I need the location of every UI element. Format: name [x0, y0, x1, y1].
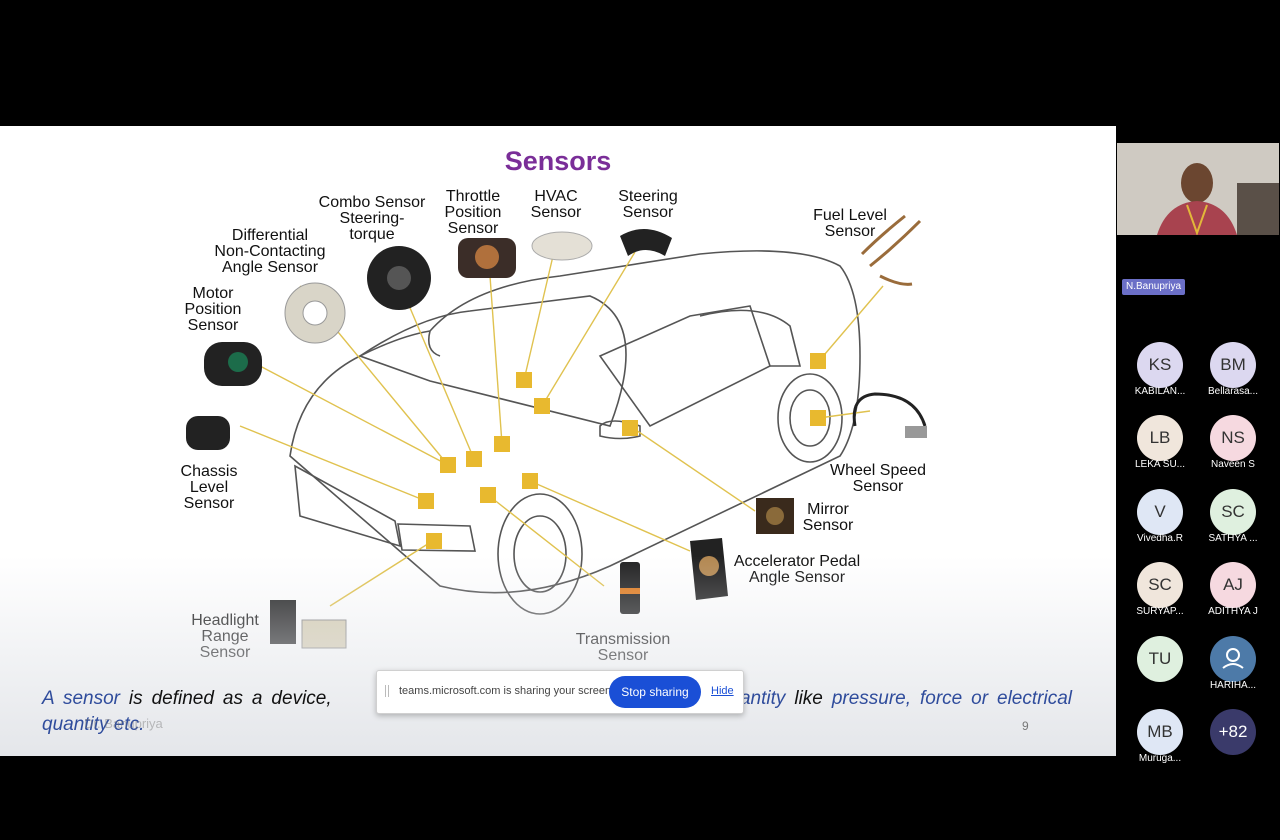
participant-name: KABILAN... [1134, 386, 1186, 397]
sensor-marker [426, 533, 442, 549]
label-hvac-sensor: HVAC Sensor [530, 188, 582, 221]
label-mirror-sensor: Mirror Sensor [802, 501, 854, 534]
participant-avatar[interactable]: SC [1137, 562, 1183, 609]
label-differential-sensor: Differential Non-Contacting Angle Sensor [214, 227, 326, 276]
participant-avatar-icon[interactable] [1210, 635, 1256, 682]
label-combo-sensor: Combo Sensor Steering- torque [318, 194, 426, 243]
participant-avatar[interactable]: V [1137, 488, 1183, 535]
participant-avatar[interactable]: SC [1210, 488, 1256, 535]
headlight-sensor-image-2 [301, 619, 347, 649]
sensor-marker [622, 420, 638, 436]
label-steering-sensor: Steering Sensor [618, 188, 678, 221]
participant-name: LEKA SU... [1134, 459, 1186, 471]
label-motor-position-sensor: Motor Position Sensor [184, 285, 242, 334]
headlight-sensor-image-1 [270, 600, 296, 644]
participant-name: ADITHYA J [1208, 606, 1258, 618]
participant-avatar[interactable]: KS [1137, 342, 1183, 388]
participant-name: Bellarasa... [1207, 386, 1259, 397]
participant-name: Muruga... [1138, 753, 1182, 764]
label-transmission-sensor: Transmission Sensor [575, 631, 671, 664]
sensor-markers [418, 353, 826, 549]
participant-avatar[interactable]: BM [1210, 342, 1256, 388]
sensor-marker [810, 410, 826, 426]
sensor-marker [810, 353, 826, 369]
screen-share-bar: teams.microsoft.com is sharing your scre… [376, 670, 744, 714]
person-icon [1222, 647, 1244, 669]
more-participants-button[interactable]: +82 [1210, 709, 1256, 755]
slide-page-number: 9 [1022, 719, 1029, 733]
car-sensor-diagram [186, 214, 927, 649]
participant-avatar[interactable]: TU [1137, 635, 1183, 682]
label-accelerator-sensor: Accelerator Pedal Angle Sensor [733, 553, 861, 586]
hide-share-bar-link[interactable]: Hide [711, 685, 734, 697]
sensor-marker [534, 398, 550, 414]
participant-name: Naveen S [1211, 459, 1255, 471]
steering-sensor-image [620, 228, 672, 256]
presenter-name-tag: N.Banupriya [1122, 279, 1186, 295]
hvac-sensor-image [531, 231, 593, 261]
shared-slide: Sensors [0, 126, 1116, 756]
presenter-video[interactable] [1117, 143, 1279, 235]
label-wheel-speed-sensor: Wheel Speed Sensor [829, 462, 927, 495]
participant-name: SATHYA ... [1208, 532, 1258, 544]
sensor-marker [480, 487, 496, 503]
chassis-level-sensor-image [186, 416, 230, 450]
participant-name: HARIHA... [1209, 679, 1257, 691]
label-fuel-level-sensor: Fuel Level Sensor [813, 207, 887, 240]
sensor-marker [516, 372, 532, 388]
participant-avatar[interactable]: NS [1210, 415, 1256, 462]
share-status-text: teams.microsoft.com is sharing your scre… [399, 685, 615, 697]
label-chassis-level-sensor: Chassis Level Sensor [180, 463, 238, 512]
participant-avatar[interactable]: MB [1137, 709, 1183, 755]
presenter-silhouette [1117, 143, 1279, 235]
sensor-marker [466, 451, 482, 467]
participant-avatar[interactable]: LB [1137, 415, 1183, 462]
slide-title: Sensors [504, 146, 612, 176]
participant-name: Vivedha.R [1137, 532, 1183, 544]
fuel-level-sensor-image [860, 214, 922, 286]
label-headlight-sensor: Headlight Range Sensor [191, 612, 259, 661]
sensor-marker [418, 493, 434, 509]
drag-handle-icon[interactable] [385, 685, 389, 697]
participant-name: SURYAP... [1136, 606, 1184, 618]
sensor-marker [522, 473, 538, 489]
slide-watermark: Dr. Banupriya [84, 716, 163, 731]
participant-avatar[interactable]: AJ [1210, 562, 1256, 609]
label-throttle-sensor: Throttle Position Sensor [444, 188, 502, 237]
sensor-marker [440, 457, 456, 473]
sensor-marker [494, 436, 510, 452]
stop-sharing-button[interactable]: Stop sharing [609, 676, 701, 708]
wheel-speed-sensor-image [852, 392, 927, 427]
